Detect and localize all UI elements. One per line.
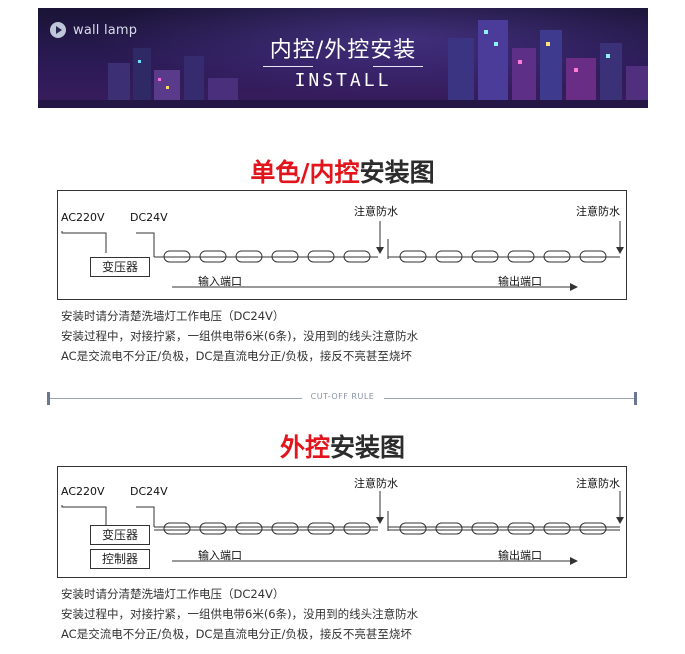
section1-note-1: 安装时请分清楚洗墙灯工作电压（DC24V） (61, 309, 285, 323)
light-strip-1 (153, 250, 378, 263)
section2-dc-label: DC24V (130, 485, 168, 498)
section1-note-3: AC是交流电不分正/负极，DC是直流电分正/负极，接反不亮甚至烧坏 (61, 349, 412, 363)
banner-title-cn: 内控/外控安装 (269, 38, 417, 63)
banner-title: 内控/外控安装 INSTALL (243, 18, 443, 98)
section2-heading-red: 外控 (279, 433, 330, 462)
section2-transformer: 变压器 (90, 525, 150, 545)
section1-dc-label: DC24V (130, 211, 168, 224)
banner: wall lamp 内控/外控安装 INSTALL (38, 8, 648, 108)
section2-input-port: 输入端口 (198, 549, 242, 562)
section2-note-2: 安装过程中，对接拧紧，一组供电带6米(6条)，没用到的线头注意防水 (61, 607, 419, 621)
section2-output-port: 输出端口 (498, 549, 542, 562)
banner-title-en: INSTALL (294, 70, 392, 91)
section2-heading-black: 安装图 (330, 433, 406, 462)
divider-text: CUT-OFF RULE (310, 392, 375, 401)
brand-name: wall lamp (73, 22, 138, 38)
light-strip-4 (388, 522, 620, 535)
section2-notes: 安装时请分清楚洗墙灯工作电压（DC24V） 安装过程中，对接拧紧，一组供电带6米… (61, 584, 418, 644)
city-skyline-illustration (38, 20, 648, 108)
section1-heading-black: 安装图 (359, 158, 435, 187)
play-icon (50, 22, 66, 38)
section2-heading: 外控安装图 (0, 428, 685, 464)
section1-note-2: 安装过程中，对接拧紧，一组供电带6米(6条)，没用到的线头注意防水 (61, 329, 419, 343)
section1-output-port: 输出端口 (498, 275, 542, 288)
section1-waterproof-note-2: 注意防水 (576, 205, 620, 218)
section2-waterproof-note-2: 注意防水 (576, 477, 620, 490)
brand-logo: wall lamp (50, 22, 137, 38)
section1-notes: 安装时请分清楚洗墙灯工作电压（DC24V） 安装过程中，对接拧紧，一组供电带6米… (61, 306, 418, 366)
section1-ac-label: AC220V (61, 211, 105, 224)
divider-cap-left (47, 392, 50, 405)
light-strip-3 (154, 522, 378, 535)
section1-input-port: 输入端口 (198, 275, 242, 288)
section2-note-1: 安装时请分清楚洗墙灯工作电压（DC24V） (61, 587, 285, 601)
section1-wiring-diagram: AC220V DC24V 注意防水 注意防水 变压器 输入端口 输出端口 (57, 190, 627, 300)
section2-note-3: AC是交流电不分正/负极，DC是直流电分正/负极，接反不亮甚至烧坏 (61, 627, 412, 641)
section2-waterproof-note-1: 注意防水 (354, 477, 398, 490)
light-strip-2 (388, 250, 620, 263)
divider-line-left (50, 398, 302, 399)
section1-waterproof-note-1: 注意防水 (354, 205, 398, 218)
section2-ac-label: AC220V (61, 485, 105, 498)
section2-wiring-lines (61, 491, 624, 565)
section1-heading-red: 单色/内控 (250, 158, 360, 187)
section2-wiring-diagram: AC220V DC24V 注意防水 注意防水 变压器 控制器 输入端口 输出端口 (57, 466, 627, 578)
title-rule-right (373, 66, 423, 67)
section1-transformer: 变压器 (90, 257, 150, 277)
section1-wiring-lines (61, 221, 624, 291)
section1-heading: 单色/内控安装图 (0, 153, 685, 189)
title-rule-left (263, 66, 313, 67)
section2-controller: 控制器 (90, 549, 150, 569)
divider-line-right (384, 398, 634, 399)
divider-cap-right (634, 392, 637, 405)
